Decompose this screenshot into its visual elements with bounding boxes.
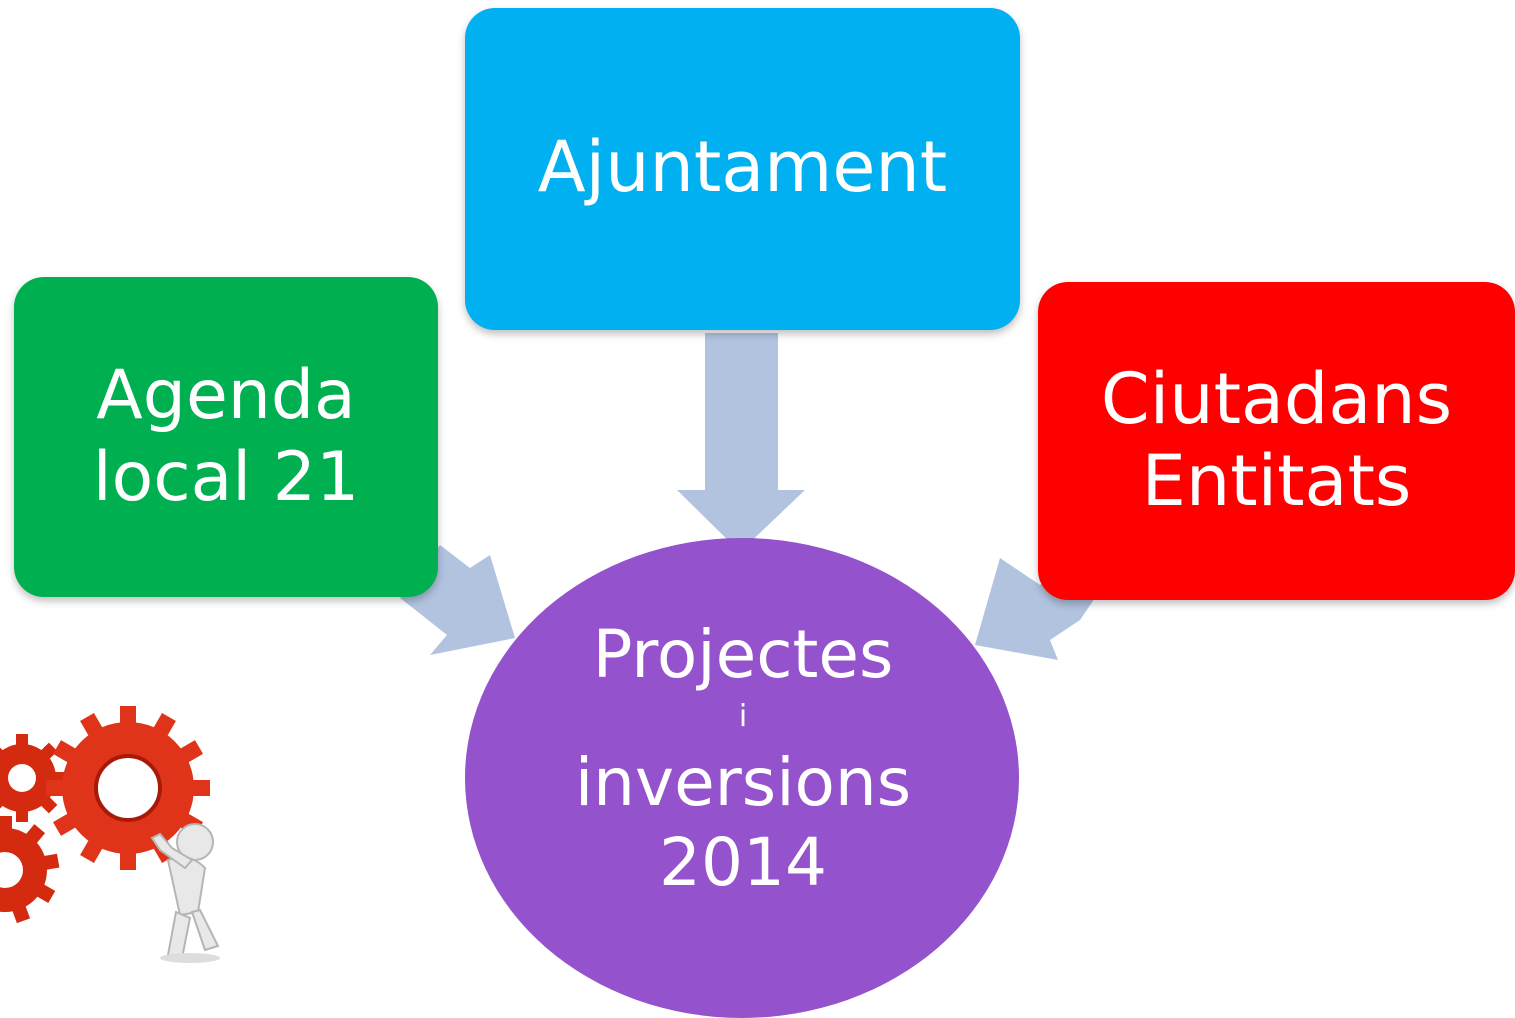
center-line-1: Projectes [592, 616, 894, 693]
node-ciutadans-line-2: Entitats [1141, 440, 1412, 522]
gears-person-icon [0, 706, 220, 963]
center-line-2: i [738, 699, 748, 734]
node-agenda-local-21: Agenda local 21 [14, 277, 438, 597]
node-agenda-line-2: local 21 [92, 438, 360, 517]
node-projectes-label: Projectes i inversions 2014 [466, 622, 1020, 896]
node-ciutadans-line-1: Ciutadans [1100, 358, 1453, 441]
center-line-4: 2014 [659, 824, 827, 901]
arrow-down [677, 333, 805, 552]
node-ajuntament: Ajuntament [465, 8, 1020, 330]
center-ellipse [465, 538, 1019, 1018]
node-ajuntament-label: Ajuntament [537, 126, 948, 208]
node-agenda-line-1: Agenda [96, 356, 356, 436]
center-line-3: inversions [574, 744, 912, 821]
node-ciutadans-entitats: Ciutadans Entitats [1038, 282, 1515, 600]
